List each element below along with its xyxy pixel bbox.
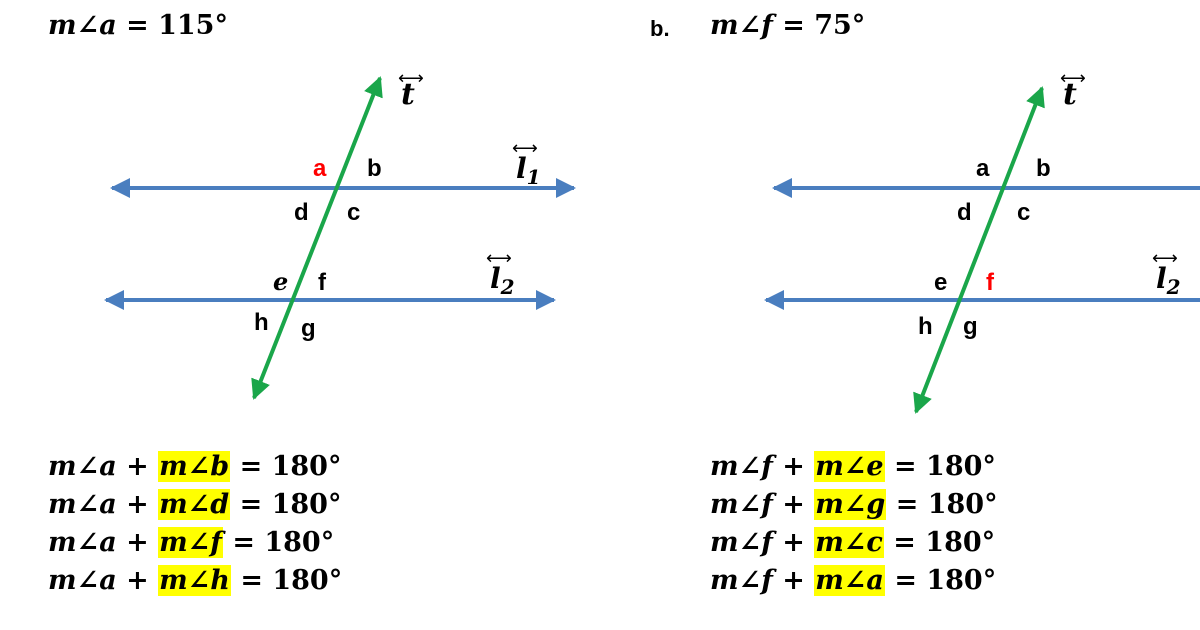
equation-lhs: m∠f +	[710, 527, 815, 558]
highlighted-angle: m∠b	[158, 451, 231, 482]
line-label-l2: l2	[490, 262, 515, 299]
equation: m∠f + m∠e = 180°	[710, 448, 998, 486]
highlighted-angle: m∠f	[158, 527, 223, 558]
parallel-lines-figure: t ⟷ l2 ⟷ a b c d e f g h	[764, 68, 1200, 414]
problem-a-panel: m∠a = 115° t ⟷ l1 ⟷ l2 ⟷ a b c d e f g h…	[48, 10, 576, 600]
angle-label-c: c	[347, 199, 360, 226]
line-label-l2-base: l	[1156, 262, 1167, 295]
angle-label-f: f	[986, 269, 995, 296]
equation: m∠a + m∠h = 180°	[48, 562, 342, 600]
equation-rhs: = 180°	[230, 489, 342, 520]
equation-rhs: = 180°	[883, 527, 996, 558]
equation-list: m∠f + m∠e = 180° m∠f + m∠g = 180° m∠f + …	[710, 448, 998, 600]
equation-rhs: = 180°	[884, 451, 996, 482]
highlighted-angle: m∠g	[814, 489, 887, 520]
angle-label-c: c	[1017, 199, 1030, 226]
angle-label-f: f	[318, 269, 327, 296]
equation-lhs: m∠a +	[48, 565, 159, 596]
line-arrow-l2: ⟷	[486, 248, 512, 269]
angle-label-e: e	[934, 269, 947, 296]
transversal-t	[251, 76, 383, 400]
angle-label-b: b	[1036, 155, 1051, 182]
highlighted-angle: m∠c	[814, 527, 884, 558]
equation-lhs: m∠a +	[48, 451, 159, 482]
angle-label-g: g	[301, 315, 316, 342]
line-arrow-l2: ⟷	[1152, 248, 1178, 269]
transversal-t	[913, 86, 1045, 414]
equation-rhs: = 180°	[222, 527, 335, 558]
angle-label-a: a	[313, 155, 327, 182]
problem-b-panel: b. m∠f = 75° t ⟷ l2 ⟷ a b c d e f g h m∠…	[600, 0, 1200, 630]
angle-label-g: g	[963, 313, 978, 340]
angle-label-h: h	[918, 313, 933, 340]
equation-list: m∠a + m∠b = 180° m∠a + m∠d = 180° m∠a + …	[48, 448, 342, 600]
angle-label-e: e	[273, 267, 288, 296]
equation-lhs: m∠a +	[48, 527, 159, 558]
angle-label-h: h	[254, 309, 269, 336]
highlighted-angle: m∠d	[158, 489, 231, 520]
equation: m∠a + m∠f = 180°	[48, 524, 342, 562]
equation-lhs: m∠f +	[710, 489, 815, 520]
line-label-l1: l1	[516, 152, 541, 189]
equation: m∠f + m∠c = 180°	[710, 524, 998, 562]
equation-rhs: = 180°	[884, 565, 997, 596]
equation-rhs: = 180°	[230, 451, 342, 482]
transversal-label-t: t	[401, 77, 415, 112]
given-angle-var: m∠f	[710, 10, 773, 41]
angle-label-b: b	[367, 155, 382, 182]
equation-rhs: = 180°	[230, 565, 343, 596]
angle-label-a: a	[976, 155, 990, 182]
line-label-l1-sub: 1	[527, 165, 541, 189]
line-label-l1-base: l	[516, 152, 527, 185]
transversal-label-t: t	[1063, 77, 1077, 112]
equation: m∠f + m∠g = 180°	[710, 486, 998, 524]
given-angle-value: = 75°	[772, 10, 866, 41]
given-angle-measure: m∠a = 115°	[48, 10, 228, 41]
equation-lhs: m∠f +	[710, 565, 815, 596]
highlighted-angle: m∠e	[814, 451, 885, 482]
equation: m∠a + m∠d = 180°	[48, 486, 342, 524]
line-label-l2-sub: 2	[500, 275, 515, 299]
part-label: b.	[650, 16, 670, 41]
given-angle-measure: m∠f = 75°	[710, 10, 865, 41]
angle-label-d: d	[957, 199, 972, 226]
equation-lhs: m∠f +	[710, 451, 815, 482]
angle-label-d: d	[294, 199, 309, 226]
line-arrow-t: ⟷	[398, 68, 424, 89]
line-label-l2-sub: 2	[1166, 275, 1181, 299]
parallel-lines-figure: t ⟷ l1 ⟷ l2 ⟷ a b c d e f g h	[104, 68, 576, 400]
highlighted-angle: m∠h	[158, 565, 231, 596]
equation: m∠f + m∠a = 180°	[710, 562, 998, 600]
line-label-l2-base: l	[490, 262, 501, 295]
equation: m∠a + m∠b = 180°	[48, 448, 342, 486]
line-arrow-l1: ⟷	[512, 138, 538, 159]
given-angle-var: m∠a	[48, 10, 117, 41]
highlighted-angle: m∠a	[814, 565, 885, 596]
line-label-l2: l2	[1156, 262, 1181, 299]
given-angle-value: = 115°	[116, 10, 228, 41]
equation-rhs: = 180°	[886, 489, 998, 520]
line-arrow-t: ⟷	[1060, 68, 1086, 89]
equation-lhs: m∠a +	[48, 489, 159, 520]
